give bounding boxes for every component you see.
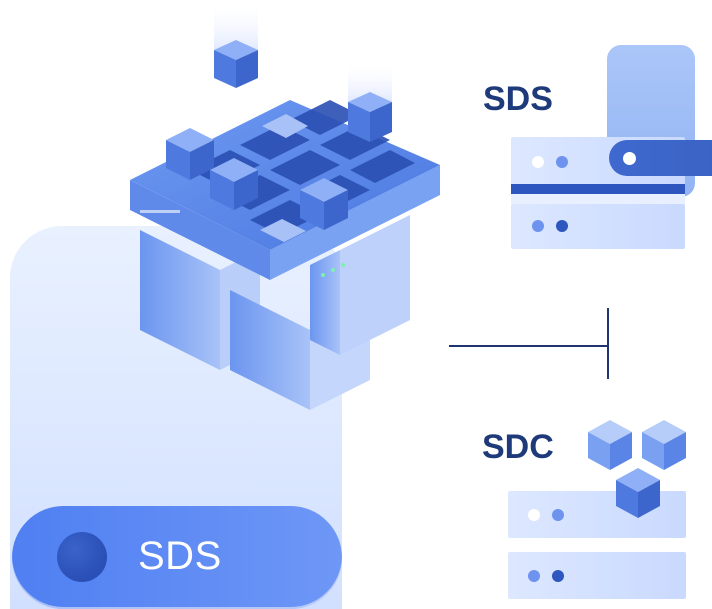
led-dot-icon xyxy=(556,220,568,232)
led-dot-icon xyxy=(556,156,568,168)
sdc-title: SDC xyxy=(482,428,554,466)
led-dot-icon xyxy=(552,509,564,521)
connector-vertical xyxy=(607,308,609,379)
led-dot-icon xyxy=(528,509,540,521)
led-dot-icon xyxy=(532,220,544,232)
sds-pill-label: SDS xyxy=(138,534,222,578)
connector-horizontal xyxy=(449,345,608,347)
sds-title: SDS xyxy=(483,80,553,118)
status-dot-icon xyxy=(57,532,107,582)
led-dot-icon xyxy=(552,570,564,582)
server-separator xyxy=(511,193,685,204)
led-dot-icon xyxy=(532,156,544,168)
storage-cluster-icon xyxy=(130,0,440,410)
toggle-dot-icon xyxy=(623,152,636,165)
led-dot-icon xyxy=(528,570,540,582)
server-band xyxy=(511,184,685,194)
cube-cluster-icon xyxy=(588,420,686,518)
